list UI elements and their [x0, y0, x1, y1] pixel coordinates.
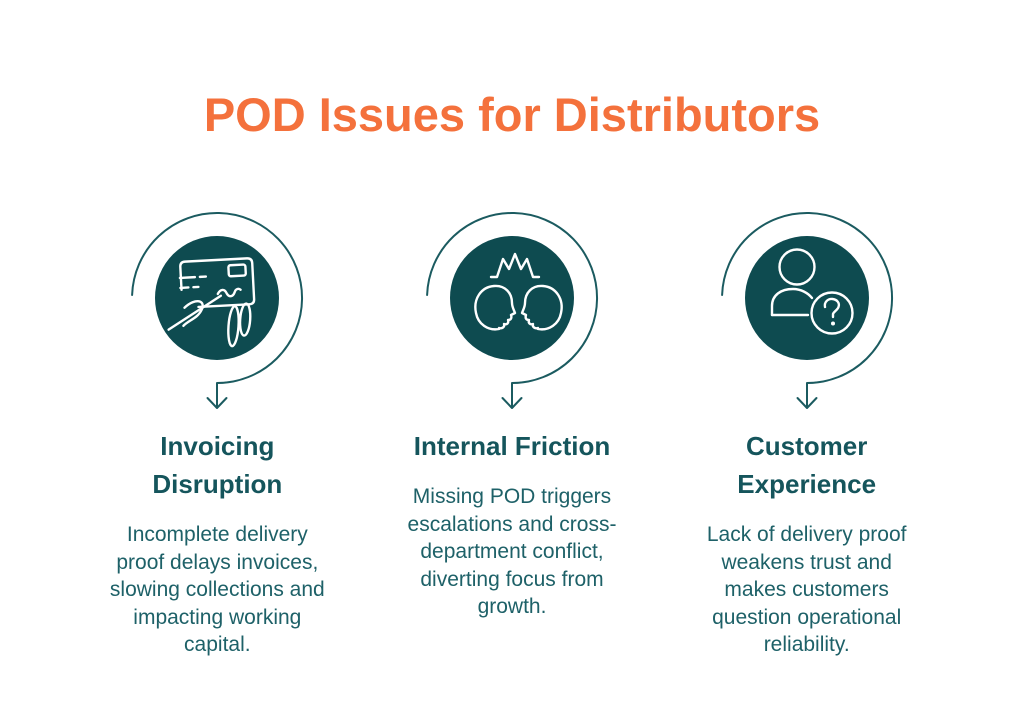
column-heading: Customer Experience	[737, 431, 877, 499]
page-title: POD Issues for Distributors	[203, 88, 821, 141]
column-heading: Internal Friction	[413, 431, 611, 461]
customer-experience-icon-group	[712, 203, 902, 415]
down-arrow-icon	[796, 397, 818, 409]
invoice-art	[167, 257, 256, 348]
person-question-icon	[720, 212, 893, 409]
down-arrow-icon	[206, 397, 228, 409]
column-heading: Invoicing Disruption	[152, 431, 283, 499]
person-question-art	[770, 248, 854, 335]
internal-friction-icon-group	[417, 203, 607, 415]
down-arrow-icon	[501, 397, 523, 409]
column-body: Incomplete delivery proof delays invoice…	[109, 523, 325, 656]
spiral-ring	[131, 212, 304, 409]
conflict-profiles-icon	[426, 212, 598, 409]
column-invoicing-disruption: Invoicing Disruption Incomplete delivery…	[70, 203, 365, 659]
column-internal-friction: Internal Friction Missing POD triggers e…	[365, 203, 660, 659]
conflict-art	[474, 252, 563, 331]
invoicing-disruption-icon-group	[122, 203, 312, 415]
invoice-signature-icon	[131, 212, 304, 409]
icon-disc	[744, 236, 869, 360]
spiral-ring	[720, 212, 893, 409]
column-body: Missing POD triggers escalations and cro…	[407, 485, 617, 618]
column-body: Lack of delivery proof weakens trust and…	[706, 523, 907, 656]
spiral-ring	[426, 212, 598, 409]
columns-row: Invoicing Disruption Incomplete delivery…	[70, 203, 954, 659]
column-customer-experience: Customer Experience Lack of delivery pro…	[659, 203, 954, 659]
